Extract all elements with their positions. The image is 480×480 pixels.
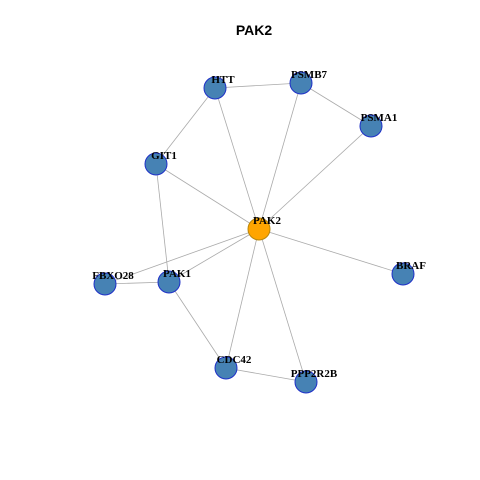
node-label-git1: GIT1	[151, 150, 177, 162]
node-psmb7	[289, 71, 313, 95]
node-label-cdc42: CDC42	[217, 354, 252, 366]
node-label-psmb7: PSMB7	[291, 69, 328, 81]
node-braf	[391, 262, 415, 286]
edge-psmb7-psma1	[300, 82, 372, 127]
node-label-psma1: PSMA1	[361, 112, 398, 124]
node-label-pak2: PAK2	[253, 215, 281, 227]
node-psma1	[359, 114, 383, 138]
node-git1	[144, 152, 168, 176]
node-label-pak1: PAK1	[163, 268, 191, 280]
edge-pak2-braf	[258, 228, 404, 275]
node-pak2	[247, 217, 271, 241]
node-pak1	[157, 270, 181, 294]
node-label-htt: HTT	[211, 74, 235, 86]
edge-git1-pak1	[155, 163, 170, 283]
nodes-layer	[93, 71, 415, 394]
edge-pak2-cdc42	[225, 228, 260, 369]
edge-pak1-cdc42	[168, 281, 227, 369]
edge-htt-pak2	[214, 87, 260, 230]
edge-psma1-pak2	[258, 125, 372, 230]
node-label-ppp2r2b: PPP2R2B	[291, 368, 338, 380]
node-ppp2r2b	[294, 370, 318, 394]
edge-htt-git1	[155, 87, 216, 165]
node-label-braf: BRAF	[396, 260, 426, 272]
edge-pak2-fbxo28	[104, 228, 260, 285]
edge-git1-pak2	[155, 163, 260, 230]
edge-htt-psmb7	[214, 82, 302, 89]
edge-cdc42-ppp2r2b	[225, 367, 307, 383]
edge-pak2-pak1	[168, 228, 260, 283]
node-cdc42	[214, 356, 238, 380]
node-fbxo28	[93, 272, 117, 296]
node-label-fbxo28: FBXO28	[92, 270, 134, 282]
diagram-title: PAK2	[236, 22, 273, 38]
node-htt	[203, 76, 227, 100]
edge-pak2-ppp2r2b	[258, 228, 307, 383]
edge-psmb7-pak2	[258, 82, 302, 230]
